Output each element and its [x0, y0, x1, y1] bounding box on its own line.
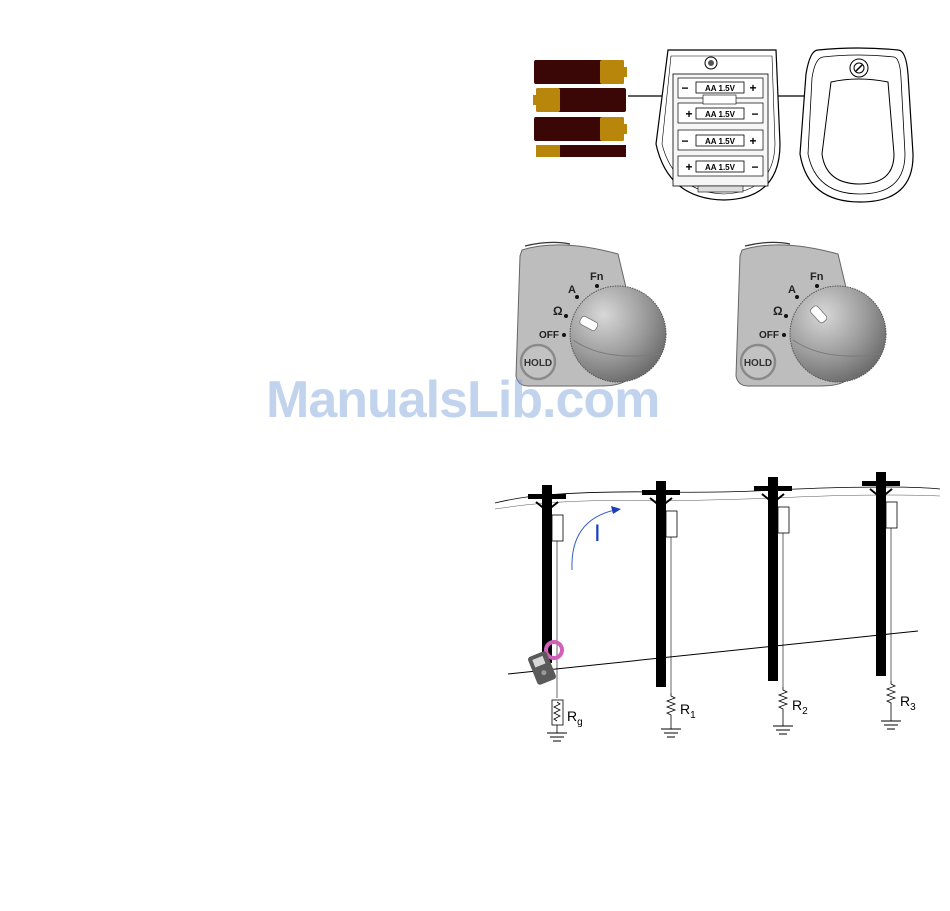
ground-resistor	[547, 700, 567, 741]
battery-label: AA 1.5V	[705, 110, 736, 119]
rotary-dial-figure: HOLD Fn A Ω OFF HOLD Fn A Ω OFF	[500, 236, 900, 396]
plus-sign: +	[685, 160, 692, 174]
resistor-label-2: R2	[792, 697, 808, 717]
resistor-label-g: Rg	[567, 708, 583, 728]
minus-sign: −	[681, 134, 688, 148]
minus-sign: −	[751, 107, 758, 121]
hold-button-label: HOLD	[744, 358, 772, 369]
open-battery-compartment: AA 1.5V AA 1.5V AA 1.5V AA 1.5V − + + − …	[656, 50, 780, 200]
battery-label: AA 1.5V	[705, 137, 736, 146]
ground-resistor	[661, 693, 681, 737]
closed-battery-cover	[800, 48, 913, 202]
minus-sign: −	[751, 160, 758, 174]
current-label: I	[594, 520, 601, 547]
utility-pole	[862, 472, 900, 681]
loose-batteries	[533, 60, 627, 157]
ground-resistance-figure: I Rg R1 R2 R3	[490, 465, 945, 750]
plus-sign: +	[685, 107, 692, 121]
hold-button-label: HOLD	[524, 358, 552, 369]
battery-replacement-figure: AA 1.5V AA 1.5V AA 1.5V AA 1.5V − + + − …	[528, 44, 928, 209]
position-a: A	[788, 284, 796, 296]
ground-line	[508, 631, 918, 674]
utility-pole	[754, 477, 792, 687]
position-off: OFF	[539, 330, 559, 341]
ground-resistor	[881, 681, 901, 729]
position-off: OFF	[759, 330, 779, 341]
position-a: A	[568, 284, 576, 296]
battery-label: AA 1.5V	[705, 84, 736, 93]
plus-sign: +	[749, 134, 756, 148]
meter-dial: HOLD Fn A Ω OFF	[516, 242, 666, 386]
meter-dial: HOLD Fn A Ω OFF	[736, 242, 886, 386]
battery-label: AA 1.5V	[705, 163, 736, 172]
position-ohm: Ω	[553, 304, 563, 318]
position-ohm: Ω	[773, 304, 783, 318]
ground-resistor	[773, 687, 793, 734]
minus-sign: −	[681, 81, 688, 95]
utility-pole	[642, 481, 680, 693]
resistor-label-3: R3	[900, 693, 916, 713]
plus-sign: +	[749, 81, 756, 95]
resistor-label-1: R1	[680, 701, 696, 721]
position-fn: Fn	[590, 271, 604, 283]
position-fn: Fn	[810, 271, 824, 283]
